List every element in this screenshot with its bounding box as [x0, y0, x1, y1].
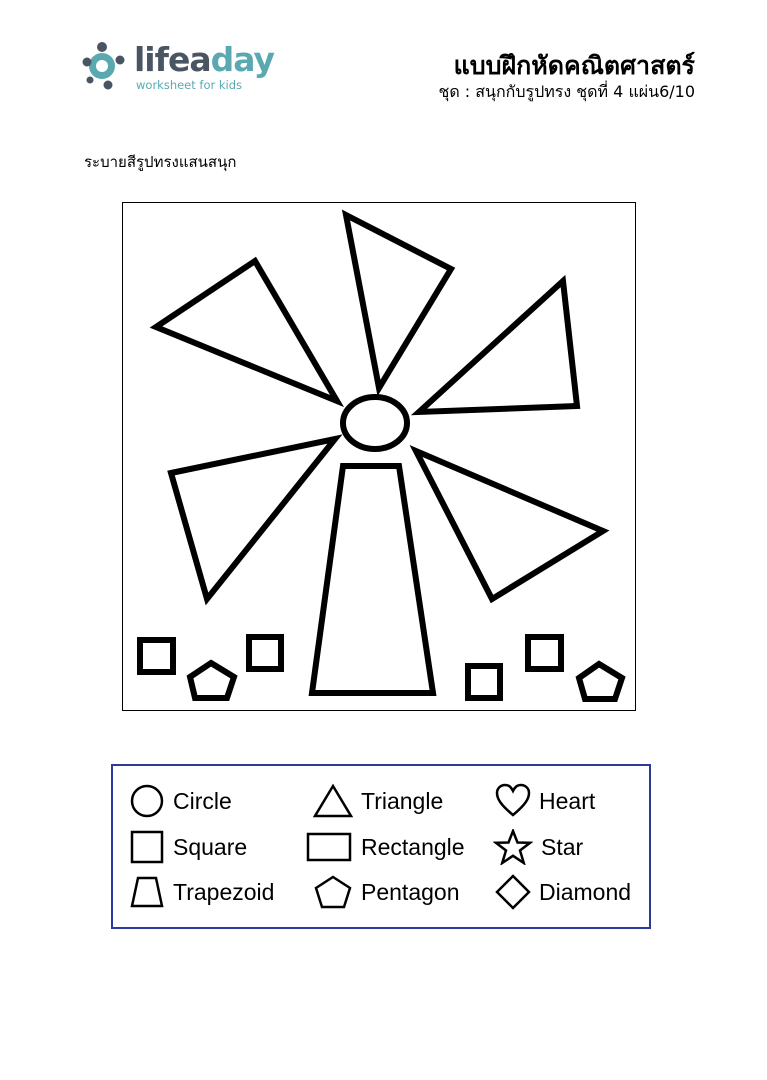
pentagon-icon: [314, 875, 352, 909]
star-icon: [493, 829, 533, 865]
pentagon-2: [575, 660, 626, 702]
square-2: [246, 634, 284, 672]
logo-wordmark: lifeaday: [134, 40, 275, 80]
logo-text-accent: day: [210, 40, 275, 79]
blade-triangle-upper-left: [149, 256, 345, 408]
triangle-icon: [313, 783, 353, 818]
legend-item-trapezoid: Trapezoid: [129, 873, 274, 911]
legend-label: Pentagon: [361, 878, 460, 905]
square-3: [465, 663, 503, 701]
blade-triangle-lower-right: [409, 444, 610, 604]
rectangle-icon: [306, 832, 352, 862]
legend-label: Rectangle: [361, 833, 465, 860]
blade-triangle-top: [341, 209, 456, 397]
tower-trapezoid: [308, 463, 437, 696]
windmill-picture: [137, 209, 626, 702]
legend-item-pentagon: Pentagon: [313, 873, 459, 911]
legend-label: Diamond: [539, 878, 632, 905]
blade-triangle-upper-right: [410, 274, 581, 416]
legend-label: Square: [173, 833, 248, 860]
hub-circle: [340, 394, 410, 452]
pentagon-1: [186, 659, 238, 701]
legend-label: Trapezoid: [173, 878, 275, 905]
logo-molecule-icon: [82, 42, 125, 90]
legend-item-diamond: Diamond: [495, 873, 631, 911]
legend-label: Star: [541, 833, 584, 860]
trapezoid-icon: [130, 876, 164, 908]
diamond-icon: [495, 874, 531, 910]
legend-item-circle: Circle: [129, 782, 232, 820]
instruction-text: ระบายสีรูปทรงแสนสนุก: [84, 153, 237, 171]
logo-text-main: lifea: [134, 40, 212, 79]
legend-label: Circle: [173, 787, 232, 814]
legend-item-heart: Heart: [495, 782, 595, 820]
lifeaday-logo: lifeaday worksheet for kids: [82, 38, 282, 98]
worksheet-subtitle: ชุด : สนุกกับรูปทรง ชุดที่ 4 แผ่น6/10: [438, 82, 695, 101]
logo-tagline: worksheet for kids: [136, 78, 243, 92]
legend-label: Triangle: [361, 787, 444, 814]
heart-icon: [495, 783, 531, 817]
coloring-picture-frame: [122, 202, 636, 711]
circle-icon: [130, 784, 164, 818]
legend-item-rectangle: Rectangle: [305, 828, 465, 866]
blade-triangle-lower-left: [167, 434, 343, 606]
square-4: [525, 634, 564, 672]
square-icon: [130, 830, 164, 864]
shape-legend: Circle Triangle Heart Square Rectangle S…: [111, 764, 651, 929]
worksheet-title: แบบฝึกหัดคณิตศาสตร์: [453, 51, 695, 80]
legend-item-square: Square: [129, 828, 247, 866]
legend-item-star: Star: [493, 828, 583, 866]
square-1: [137, 637, 176, 675]
legend-label: Heart: [539, 787, 596, 814]
legend-item-triangle: Triangle: [313, 782, 443, 820]
